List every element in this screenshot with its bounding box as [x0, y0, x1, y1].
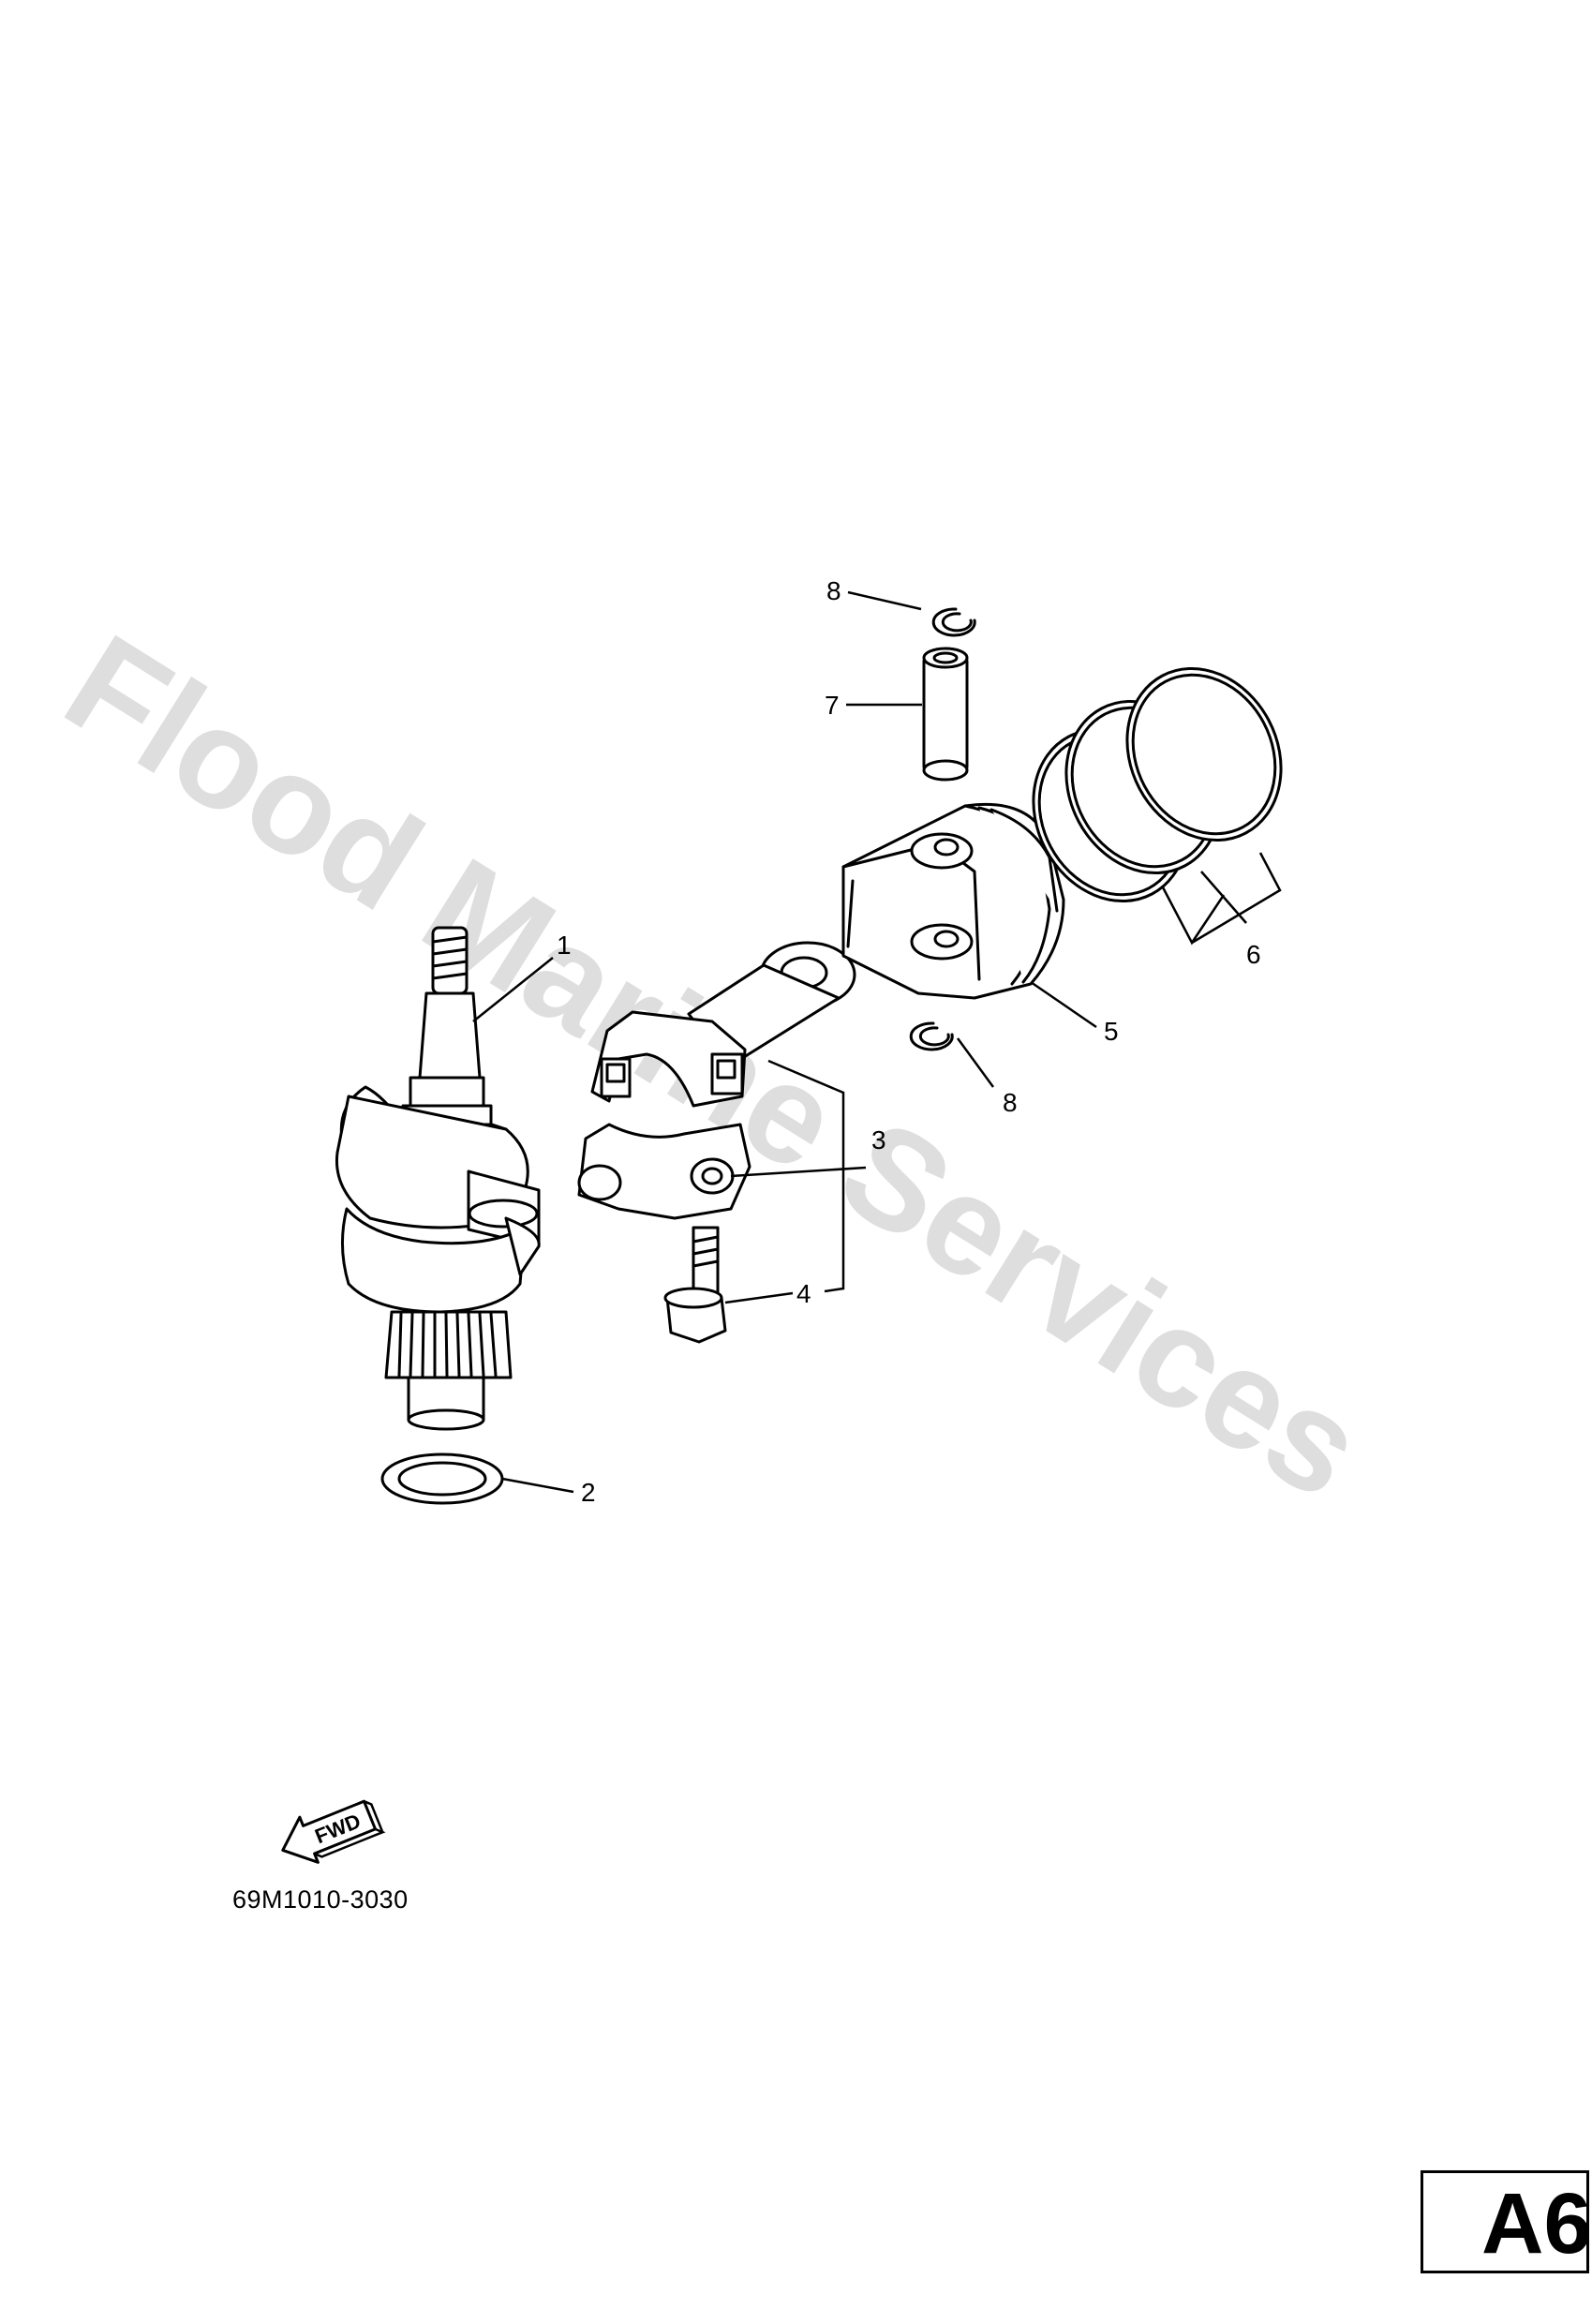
page-label: A6 [1481, 2176, 1592, 2272]
callout-4: 4 [796, 1279, 811, 1308]
piston-pin-circlip-top [931, 607, 976, 637]
diagram-part-code: 69M1010-3030 [232, 1885, 409, 1914]
callout-6: 6 [1246, 940, 1261, 969]
callout-3: 3 [871, 1125, 886, 1155]
callout-5: 5 [1104, 1017, 1119, 1046]
piston [841, 802, 1065, 1000]
callout-8-top: 8 [826, 576, 841, 605]
callout-1: 1 [557, 931, 572, 960]
connecting-rod [577, 941, 856, 1220]
thrust-washer [380, 1452, 504, 1505]
callout-8-bottom: 8 [1003, 1088, 1018, 1117]
callout-7: 7 [825, 691, 840, 720]
callout-2: 2 [581, 1478, 596, 1507]
page-label-box: A6 [1421, 2170, 1592, 2273]
crankshaft [335, 926, 541, 1431]
leader-lines [472, 590, 1282, 1494]
piston-rings [1032, 666, 1283, 903]
piston-pin-circlip-bottom [909, 1021, 954, 1051]
connecting-rod-bolt [663, 1226, 727, 1344]
piston-pin [922, 647, 969, 782]
fwd-arrow-icon: FWD [281, 1799, 386, 1864]
